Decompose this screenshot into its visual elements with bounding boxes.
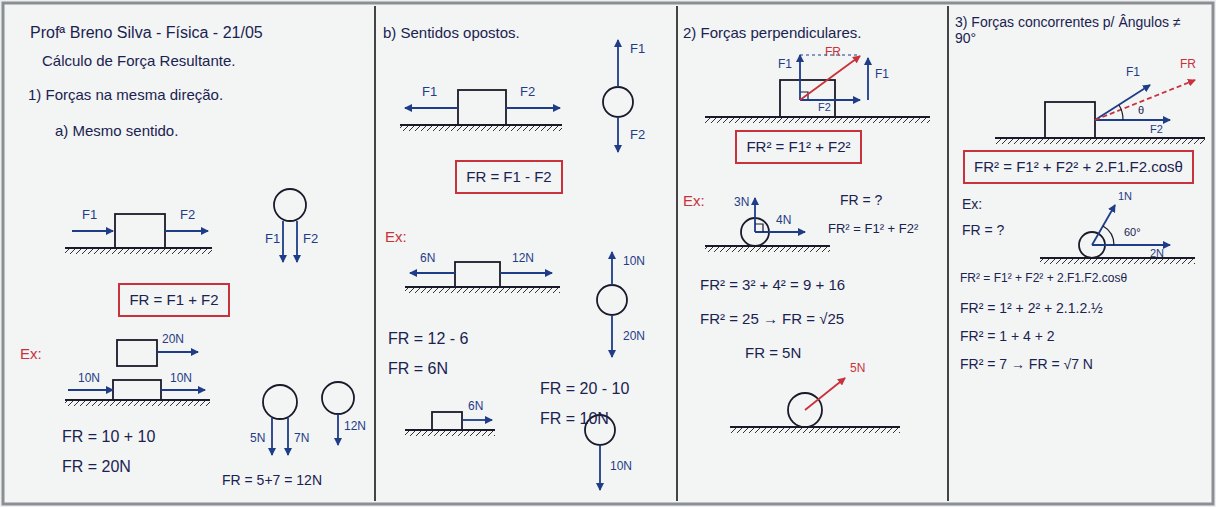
label-text: Ex: xyxy=(683,192,705,209)
label-text: 4N xyxy=(776,214,791,228)
label-text: 10N xyxy=(170,372,192,386)
label-text: FR = 20 - 10 xyxy=(540,380,629,398)
label-text: FR² = 7 → FR = √7 N xyxy=(960,356,1093,372)
label-text: 20N xyxy=(162,333,184,347)
figures xyxy=(65,40,1205,490)
label-text: FR xyxy=(825,46,841,60)
title-text: Profª Breno Silva - Física - 21/05 xyxy=(30,24,263,42)
label-text: 60° xyxy=(1124,226,1141,239)
label-text: a) Mesmo sentido. xyxy=(55,122,178,139)
label-text: FR² = F1² + F2² + 2.F1.F2.cosθ xyxy=(960,272,1127,286)
label-text: 3) Forças concorrentes p/ Ângulos ≠ 90° xyxy=(955,14,1205,46)
label-text: 5N xyxy=(250,432,265,446)
label-text: F2 xyxy=(818,101,831,114)
label-text: F1 xyxy=(778,58,792,72)
label-text: Ex: xyxy=(962,196,982,212)
label-text: FR = 20N xyxy=(62,458,131,476)
label-text: Cálculo de Força Resultante. xyxy=(42,52,235,69)
label-text: F2 xyxy=(520,85,535,100)
label-text: θ xyxy=(1138,104,1144,117)
formula-box: FR = F1 - F2 xyxy=(455,160,563,194)
label-text: F2 xyxy=(180,208,195,223)
label-text: F2 xyxy=(1150,123,1163,136)
label-text: FR = 5N xyxy=(745,344,801,361)
label-text: b) Sentidos opostos. xyxy=(383,24,520,41)
label-text: F2 xyxy=(303,232,318,247)
label-text: 7N xyxy=(294,432,309,446)
label-text: FR² = F1² + F2² xyxy=(828,222,918,237)
label-text: Ex: xyxy=(385,228,407,245)
label-text: 12N xyxy=(512,252,534,266)
label-text: FR = 6N xyxy=(388,360,448,378)
label-text: 12N xyxy=(344,420,366,434)
label-text: Ex: xyxy=(20,345,42,362)
label-text: F1 xyxy=(875,68,889,82)
label-text: F1 xyxy=(422,85,437,100)
label-text: 6N xyxy=(420,252,435,266)
label-text: FR = 5+7 = 12N xyxy=(222,472,322,488)
formula-box: FR² = F1² + F2² + 2.F1.F2.cosθ xyxy=(963,150,1194,184)
label-text: 1N xyxy=(1118,190,1132,203)
label-text: FR = ? xyxy=(840,192,882,208)
label-text: 10N xyxy=(623,255,645,269)
label-text: 2) Forças perpendiculares. xyxy=(683,24,861,41)
formula-box: FR = F1 + F2 xyxy=(118,283,230,317)
label-text: FR² = 3² + 4² = 9 + 16 xyxy=(700,276,845,293)
label-text: 10N xyxy=(610,460,632,474)
label-text: F1 xyxy=(265,232,280,247)
label-text: FR = 10 + 10 xyxy=(62,428,155,446)
label-text: 5N xyxy=(850,362,865,376)
label-text: F1 xyxy=(1126,66,1140,80)
label-text: FR = 10N xyxy=(540,410,609,428)
label-text: FR = ? xyxy=(962,222,1004,238)
label-text: FR² = 1² + 2² + 2.1.2.½ xyxy=(960,300,1103,316)
label-text: 3N xyxy=(734,196,749,210)
label-text: FR xyxy=(1180,58,1196,72)
formula-text: FR² = F1² + F2² + 2.F1.F2.cosθ xyxy=(974,158,1183,175)
label-text: 6N xyxy=(468,400,483,414)
board-frame xyxy=(3,3,1213,504)
formula-text: FR² = F1² + F2² xyxy=(746,138,850,155)
label-text: FR² = 1 + 4 + 2 xyxy=(960,328,1055,344)
label-text: FR = 12 - 6 xyxy=(388,330,468,348)
label-text: F2 xyxy=(630,128,645,143)
label-text: 1) Forças na mesma direção. xyxy=(28,86,223,103)
label-text: 20N xyxy=(623,330,645,344)
label-text: F1 xyxy=(630,42,645,57)
column-dividers xyxy=(375,6,948,501)
label-text: 10N xyxy=(78,372,100,386)
label-text: 2N xyxy=(1150,247,1164,260)
label-text: F1 xyxy=(82,208,97,223)
formula-text: FR = F1 + F2 xyxy=(129,291,218,308)
label-text: FR² = 25 → FR = √25 xyxy=(700,310,844,327)
formula-box: FR² = F1² + F2² xyxy=(735,130,862,164)
formula-text: FR = F1 - F2 xyxy=(466,168,551,185)
